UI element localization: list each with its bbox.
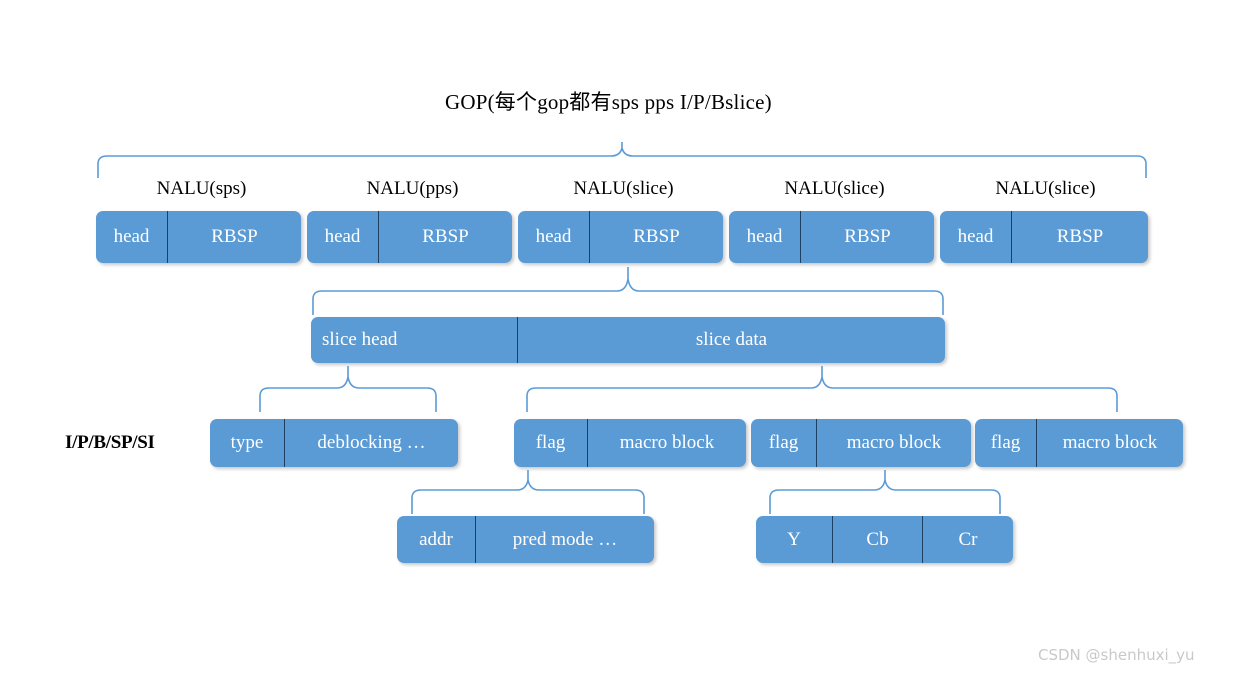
nalu-cell-head[interactable]: head — [113, 226, 150, 247]
detail-cell-macro-block[interactable]: macro block — [1036, 419, 1183, 467]
brace-slice-head-to-detail — [258, 366, 438, 412]
brace-slice-data-to-detail — [525, 366, 1119, 412]
detail-cell-addr[interactable]: addr — [419, 528, 453, 550]
nalu-label-3: NALU(slice) — [784, 178, 885, 199]
slice-type-label: I/P/B/SP/SI — [65, 432, 155, 453]
detail-cell-type[interactable]: type — [230, 432, 264, 453]
diagram-title: GOP(每个gop都有sps pps I/P/Bslice) — [445, 90, 772, 114]
detail-cell-y[interactable]: Y — [787, 528, 801, 550]
nalu-label-4: NALU(slice) — [995, 178, 1096, 199]
nalu-label-2: NALU(slice) — [573, 178, 674, 199]
nalu-cell-rbsp[interactable]: RBSP — [378, 211, 512, 263]
nalu-cell-head[interactable]: head — [957, 226, 994, 247]
nalu-cell-rbsp[interactable]: RBSP — [1011, 211, 1148, 263]
nalu-cell-head[interactable]: head — [535, 226, 572, 247]
macroblock-detail-group[interactable]: addr pred mode … — [397, 516, 654, 563]
nalu-label-0: NALU(sps) — [156, 178, 247, 199]
nalu-group-pps[interactable]: head RBSP — [307, 211, 512, 263]
detail-cell-macro-block[interactable]: macro block — [816, 419, 971, 467]
brace-gop-to-nalu — [96, 142, 1148, 178]
detail-cell-flag[interactable]: flag — [990, 432, 1021, 453]
brace-macroblock-to-addr — [410, 470, 646, 514]
detail-cell-cb[interactable]: Cb — [832, 516, 922, 563]
brace-nalu-to-slice — [311, 267, 945, 315]
macroblock-group-2[interactable]: flag macro block — [751, 419, 971, 467]
detail-cell-macro-block[interactable]: macro block — [587, 419, 746, 467]
macroblock-group-3[interactable]: flag macro block — [975, 419, 1183, 467]
nalu-cell-rbsp[interactable]: RBSP — [167, 211, 301, 263]
detail-cell-flag[interactable]: flag — [535, 432, 566, 453]
detail-cell-pred-mode[interactable]: pred mode … — [475, 516, 654, 563]
nalu-cell-head[interactable]: head — [746, 226, 783, 247]
nalu-cell-head[interactable]: head — [324, 226, 361, 247]
nalu-group-sps[interactable]: head RBSP — [96, 211, 301, 263]
component-detail-group[interactable]: Y Cb Cr — [756, 516, 1013, 563]
nalu-group-slice-3[interactable]: head RBSP — [940, 211, 1148, 263]
brace-macroblock-to-ycbcr — [768, 470, 1002, 514]
nalu-label-1: NALU(pps) — [366, 178, 459, 199]
detail-cell-flag[interactable]: flag — [768, 432, 799, 453]
slice-group[interactable]: slice head slice data — [311, 317, 945, 363]
slice-head-detail-group[interactable]: type deblocking … — [210, 419, 458, 467]
detail-cell-deblocking[interactable]: deblocking … — [284, 419, 458, 467]
detail-cell-cr[interactable]: Cr — [922, 516, 1013, 563]
nalu-group-slice-1[interactable]: head RBSP — [518, 211, 723, 263]
macroblock-group-1[interactable]: flag macro block — [514, 419, 746, 467]
watermark: CSDN @shenhuxi_yu — [1038, 646, 1195, 664]
nalu-group-slice-2[interactable]: head RBSP — [729, 211, 934, 263]
slice-cell-data[interactable]: slice data — [517, 317, 945, 363]
nalu-cell-rbsp[interactable]: RBSP — [589, 211, 723, 263]
nalu-cell-rbsp[interactable]: RBSP — [800, 211, 934, 263]
slice-cell-head[interactable]: slice head — [322, 329, 398, 350]
